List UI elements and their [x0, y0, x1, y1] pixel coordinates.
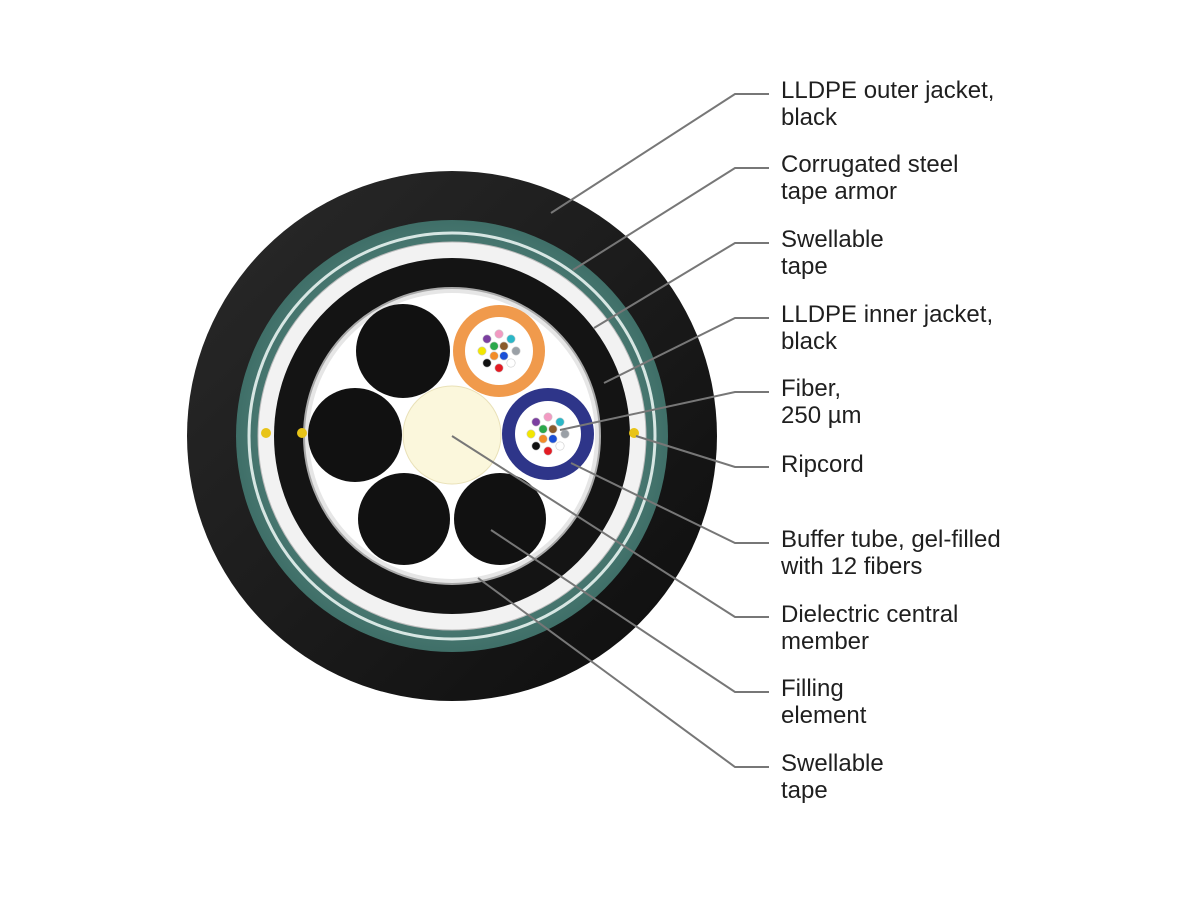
- leader-line-fiber: [559, 391, 769, 431]
- fiber: [489, 341, 499, 351]
- fiber: [538, 424, 548, 434]
- filling-element: [454, 473, 546, 565]
- leader-line-swellable-tape-1: [593, 242, 769, 329]
- label-line: Swellable: [781, 750, 884, 777]
- label-line: Fiber,: [781, 375, 842, 402]
- label-line: LLDPE inner jacket,: [781, 301, 994, 328]
- fiber: [538, 434, 548, 444]
- label-line: black: [781, 104, 838, 131]
- leader-line-swellable-tape-2: [477, 577, 769, 768]
- label-line: Dielectric central: [781, 601, 959, 628]
- armor-edge: [247, 231, 657, 641]
- leader-line-buffer-tube: [570, 462, 769, 544]
- fiber: [499, 351, 509, 361]
- label-line: tape: [781, 777, 828, 804]
- fiber: [499, 341, 509, 351]
- ripcord: [261, 428, 271, 438]
- label-line: with 12 fibers: [781, 553, 923, 580]
- label-line: Filling: [781, 675, 844, 702]
- label-line: black: [781, 328, 838, 355]
- label-ripcord: Ripcord: [781, 451, 864, 478]
- filling-element: [308, 388, 402, 482]
- fiber: [555, 417, 565, 427]
- fiber: [489, 351, 499, 361]
- label-line: LLDPE outer jacket,: [781, 77, 995, 104]
- label-fiber: Fiber, 250 µm: [781, 375, 862, 429]
- fiber: [543, 412, 553, 422]
- label-filling-element: Filling element: [781, 675, 866, 729]
- fiber: [531, 441, 541, 451]
- orange-tube-gel: [465, 317, 533, 385]
- label-steel-armor: Corrugated steel tape armor: [781, 151, 958, 205]
- fiber: [543, 446, 553, 456]
- fiber-bundle-orange: [477, 329, 521, 373]
- fiber: [482, 358, 492, 368]
- label-outer-jacket: LLDPE outer jacket, black: [781, 77, 994, 131]
- fiber: [555, 441, 565, 451]
- label-swellable-tape-2: Swellable tape: [781, 750, 884, 804]
- fiber: [548, 434, 558, 444]
- label-line: tape armor: [781, 178, 898, 205]
- fiber: [526, 429, 536, 439]
- ripcord: [297, 428, 307, 438]
- label-line: Swellable: [781, 226, 884, 253]
- label-line: Corrugated steel: [781, 151, 959, 178]
- label-line: 250 µm: [781, 402, 862, 429]
- fiber: [548, 424, 558, 434]
- leader-line-steel-armor: [572, 167, 769, 271]
- leader-line-outer-jacket: [550, 93, 769, 214]
- label-inner-jacket: LLDPE inner jacket, black: [781, 301, 993, 355]
- blue-tube-gel: [515, 401, 581, 467]
- fiber: [531, 417, 541, 427]
- fiber-bundle-blue: [526, 412, 570, 456]
- label-line: element: [781, 702, 867, 729]
- label-line: Ripcord: [781, 451, 864, 478]
- fiber: [494, 329, 504, 339]
- central-member: [402, 385, 502, 485]
- fiber: [494, 363, 504, 373]
- leader-line-ripcord: [635, 435, 769, 468]
- leader-line-inner-jacket: [603, 317, 769, 384]
- fiber: [560, 429, 570, 439]
- fiber: [506, 358, 516, 368]
- label-line: Buffer tube, gel-filled: [781, 526, 1001, 553]
- label-buffer-tube: Buffer tube, gel-filled with 12 fibers: [781, 526, 1001, 580]
- fiber: [482, 334, 492, 344]
- leader-line-filling-element: [490, 529, 769, 693]
- leader-lines: [451, 93, 769, 768]
- label-central-member: Dielectric central member: [781, 601, 958, 655]
- label-line: tape: [781, 253, 828, 280]
- label-swellable-tape-1: Swellable tape: [781, 226, 884, 280]
- filling-element: [356, 304, 450, 398]
- fiber: [477, 346, 487, 356]
- fiber: [511, 346, 521, 356]
- leader-line-central-member: [451, 435, 769, 618]
- fiber: [506, 334, 516, 344]
- filling-element: [358, 473, 450, 565]
- label-line: member: [781, 628, 870, 655]
